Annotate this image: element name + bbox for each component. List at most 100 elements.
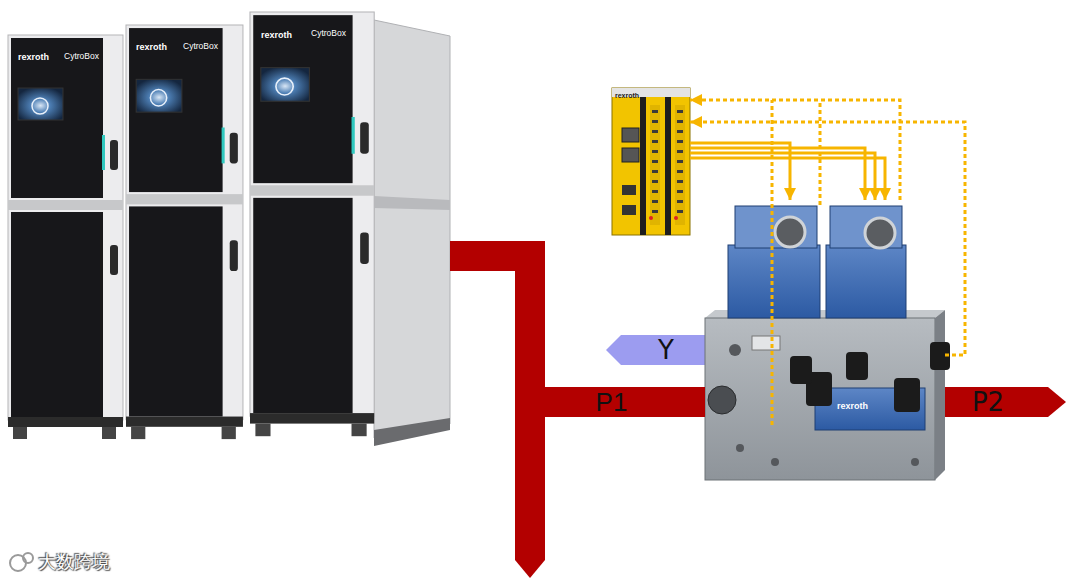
- lower-door: [11, 212, 103, 417]
- led: [649, 216, 653, 220]
- control-wire: [690, 158, 885, 200]
- cabinet: rexroth CytroBox: [126, 25, 243, 440]
- handle: [360, 122, 369, 154]
- solenoid: [894, 378, 920, 412]
- brand-logo: rexroth: [136, 43, 167, 53]
- watermark: 大数跨境: [38, 552, 110, 572]
- port-label: P2: [972, 388, 1004, 417]
- handle: [360, 232, 369, 264]
- feedback-wire: [690, 100, 900, 200]
- product-name: CytroBox: [64, 52, 99, 61]
- handle: [230, 240, 238, 271]
- cabinet-frame: [126, 25, 243, 420]
- ethernet-port: [622, 128, 639, 142]
- cabinet: [250, 12, 374, 436]
- side-base: [374, 418, 450, 446]
- cabinet-frame: [250, 12, 374, 416]
- brand-logo: rexroth: [261, 31, 292, 41]
- feedback-wire: [690, 122, 965, 355]
- screen-logo: [276, 78, 293, 95]
- io-terminal: [650, 105, 660, 225]
- valve-cap: [735, 206, 817, 248]
- side-panel: [374, 20, 450, 438]
- valve-assembly: rexroth: [705, 200, 945, 480]
- status-light: [222, 128, 225, 164]
- handle: [110, 245, 118, 275]
- upper-door: [11, 38, 103, 198]
- bolt: [736, 444, 744, 452]
- io-terminal: [675, 105, 685, 225]
- product-name: CytroBox: [183, 42, 218, 51]
- plug: [775, 217, 805, 247]
- pressure-pipe: [450, 256, 705, 402]
- io-led-row: [652, 110, 683, 213]
- upper-door: [129, 28, 223, 192]
- foot: [131, 427, 145, 439]
- manifold-face: [705, 318, 935, 480]
- cabinet: rexroth CytroBox: [250, 12, 450, 440]
- brand-logo: rexroth: [837, 402, 868, 412]
- watermark-logo: [10, 553, 33, 571]
- port: [708, 386, 736, 414]
- lower-door: [129, 206, 223, 416]
- status-light: [352, 117, 355, 154]
- handle: [230, 133, 238, 164]
- product-name: CytroBox: [311, 29, 346, 38]
- side-groove: [374, 196, 450, 210]
- screen: [18, 88, 63, 120]
- base: [250, 413, 374, 424]
- usb-port: [622, 185, 636, 195]
- solenoid: [846, 352, 868, 380]
- cabinet-frame: [8, 35, 123, 420]
- controller: [612, 88, 690, 235]
- separator: [8, 200, 123, 210]
- separator: [126, 194, 243, 204]
- module-divider: [640, 97, 646, 235]
- led: [674, 216, 678, 220]
- plug: [865, 218, 895, 248]
- handle: [110, 140, 118, 170]
- screen: [261, 68, 310, 102]
- control-wire: [690, 148, 865, 200]
- upper-door: [253, 15, 352, 183]
- port-label: P1: [596, 388, 628, 417]
- controller-top: [612, 88, 690, 97]
- manifold-side: [935, 310, 945, 480]
- control-wire: [690, 153, 875, 200]
- valve-manifold: [705, 206, 950, 480]
- bolt: [911, 458, 919, 466]
- separator: [250, 185, 374, 196]
- screen-logo: [150, 90, 166, 106]
- screen-logo: [32, 98, 48, 114]
- brand-logo: rexroth: [615, 92, 639, 100]
- port-label: Y: [658, 336, 674, 365]
- valve-cap: [830, 206, 902, 248]
- brand-logo: rexroth: [18, 53, 49, 63]
- screen: [136, 79, 182, 112]
- usb-port: [622, 205, 636, 215]
- bolt: [771, 458, 779, 466]
- cabinet: [8, 35, 123, 439]
- valve-body: [728, 245, 820, 318]
- valve-body: [826, 245, 906, 318]
- solenoid: [790, 356, 812, 384]
- controller: rexroth: [612, 88, 690, 235]
- foot: [13, 427, 27, 439]
- drain-arrow: [606, 335, 706, 365]
- foot: [352, 424, 367, 437]
- lower-door: [253, 198, 352, 413]
- cabinet: [126, 25, 243, 439]
- cabinet: rexroth CytroBox: [8, 35, 122, 440]
- base: [8, 417, 123, 427]
- controller-body: [612, 88, 690, 235]
- foot: [102, 427, 116, 439]
- foot: [255, 424, 270, 437]
- module-divider: [665, 97, 671, 235]
- ethernet-port: [622, 148, 639, 162]
- nameplate: [752, 336, 780, 350]
- foot: [222, 427, 236, 439]
